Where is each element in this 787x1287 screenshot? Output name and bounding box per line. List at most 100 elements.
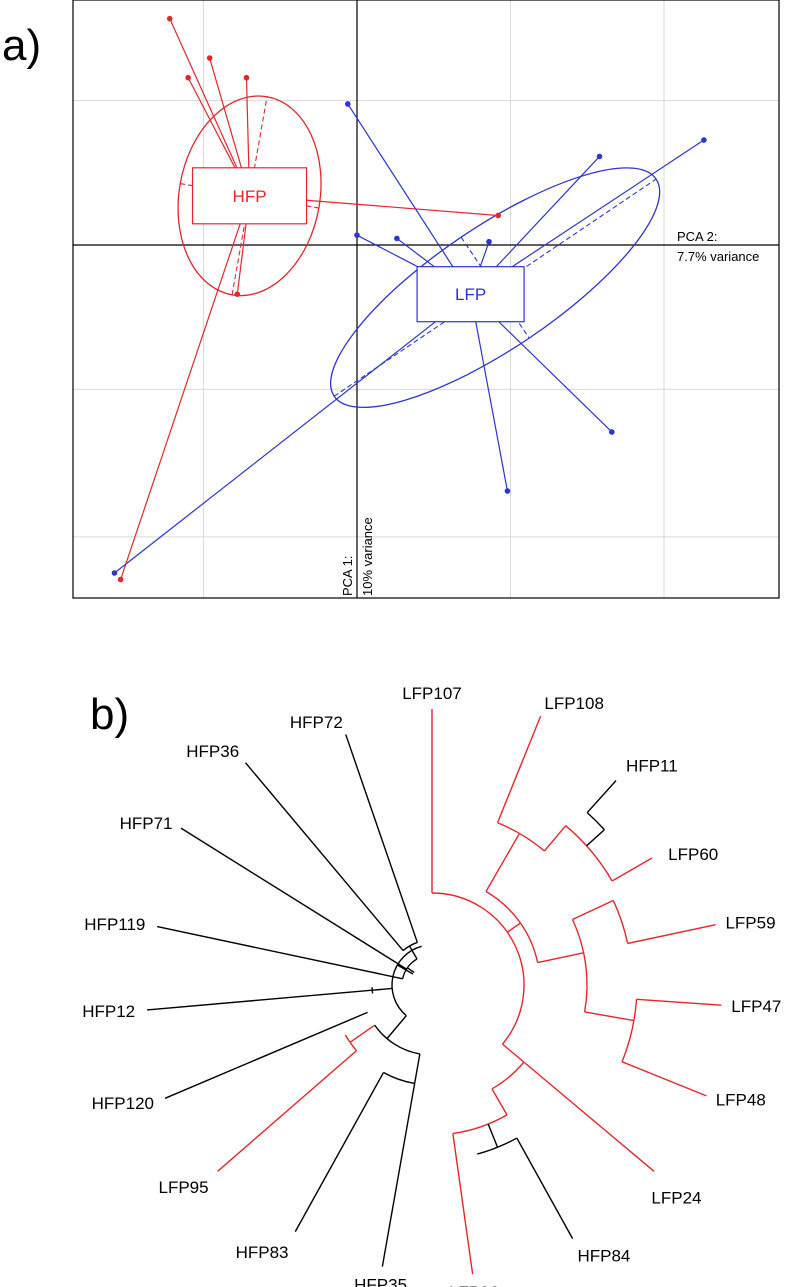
- dendrogram-arc: [401, 958, 418, 979]
- dendrogram-branch: [537, 952, 584, 964]
- pca-group-boxes: HFP LFP: [191, 167, 525, 323]
- tip-label-LFP24: LFP24: [651, 1189, 701, 1208]
- lfp-point: [344, 101, 351, 107]
- pca2-label-line2: 7.7% variance: [677, 249, 759, 264]
- dendrogram-branch: [572, 899, 614, 921]
- lfp-point: [504, 488, 511, 494]
- tip-label-LFP59: LFP59: [725, 914, 775, 933]
- dendrogram-branch-HFP35: [381, 1083, 416, 1267]
- dendrogram-branch-HFP36: [245, 762, 404, 951]
- pca1-label-line1: PCA 1:: [340, 556, 355, 596]
- dendrogram-branch: [397, 964, 414, 975]
- dendrogram-branch: [386, 1015, 407, 1040]
- dendrogram-branch-HFP120: [164, 1011, 368, 1099]
- pca1-label-line2: 10% variance: [360, 517, 375, 596]
- dendrogram-branch-HFP12: [147, 989, 373, 1011]
- hfp-point: [206, 55, 213, 61]
- pca-plot: HFP LFP PCA 2: 7.7% variance PCA 1: 10% v…: [72, 0, 780, 599]
- dendrogram-branch: [584, 1011, 635, 1022]
- dendrogram-branch-LFP59: [627, 924, 716, 945]
- pca-grid: [73, 0, 779, 598]
- dendrogram-arc: [402, 941, 418, 952]
- dendrogram-branch-LFP95: [217, 1050, 357, 1172]
- hfp-group-box: [191, 167, 308, 225]
- tip-label-LFP107: LFP107: [402, 684, 462, 703]
- dendrogram-branch-HFP72: [345, 734, 419, 943]
- dendrogram-arc: [621, 999, 638, 1063]
- dendrogram-branch-LFP48: [621, 1061, 707, 1097]
- dendrogram-arc: [491, 1061, 525, 1090]
- lfp-spoke: [347, 103, 472, 295]
- pca-frame: [72, 0, 780, 599]
- dendrogram-branch: [407, 967, 415, 973]
- tip-label-HFP12: HFP12: [82, 1002, 135, 1021]
- dendrogram-branch-HFP84: [516, 1137, 574, 1239]
- lfp-group-label: LFP: [455, 285, 486, 304]
- tip-label-HFP119: HFP119: [84, 915, 145, 934]
- hfp-point: [185, 74, 191, 81]
- dendrogram-branch: [502, 1043, 525, 1063]
- tip-label-HFP84: HFP84: [577, 1246, 630, 1265]
- dendrogram-branch: [586, 829, 605, 847]
- hfp-spoke: [120, 195, 251, 580]
- dendrogram-branch-HFP71: [180, 827, 407, 970]
- panel-b-label: b): [90, 690, 129, 739]
- dendrogram-branch-LFP108: [496, 715, 542, 824]
- panel-a-label: a): [2, 21, 41, 70]
- hfp-group-label: HFP: [233, 187, 267, 206]
- dendrogram-branch: [543, 825, 567, 852]
- dendrogram-arc: [431, 892, 525, 1045]
- dendrogram-branch-HFP83: [294, 1072, 385, 1232]
- dendrogram-branch: [485, 833, 521, 892]
- hfp-point: [243, 74, 250, 81]
- dendrogram-branch-LFP47: [636, 998, 722, 1006]
- dendrogram-arc: [485, 890, 539, 963]
- lfp-spoke: [114, 293, 471, 574]
- lfp-point: [596, 153, 603, 160]
- pca2-label-line1: PCA 2:: [677, 229, 717, 244]
- dendrogram-arc: [391, 945, 422, 1017]
- lfp-point: [701, 137, 707, 143]
- dendrogram-arc: [586, 812, 605, 831]
- lfp-spoke: [470, 294, 509, 492]
- pca-points: [111, 15, 707, 583]
- tip-label-HFP72: HFP72: [290, 713, 343, 732]
- tip-label-HFP11: HFP11: [626, 756, 678, 775]
- dendrogram-arc: [371, 987, 374, 994]
- dendrogram-arc: [374, 1024, 420, 1055]
- dendrogram-branch-LFP96: [452, 1133, 474, 1275]
- tip-label-HFP83: HFP83: [236, 1243, 289, 1262]
- pca-spokes: [114, 18, 705, 580]
- dendrogram-branches: [147, 709, 722, 1275]
- tip-label-LFP96: LFP96: [449, 1283, 499, 1287]
- lfp-point: [486, 238, 492, 245]
- dendrogram-branch-LFP24: [523, 1061, 655, 1172]
- dendrogram-arc: [565, 825, 613, 882]
- dendrogram-branch-HFP11: [586, 780, 617, 814]
- tip-label-HFP36: HFP36: [186, 742, 239, 761]
- dendrogram-arc: [612, 900, 629, 944]
- lfp-point: [111, 570, 118, 576]
- tip-label-HFP71: HFP71: [120, 814, 173, 833]
- dendrogram-branch: [372, 987, 393, 991]
- dendrogram-branch: [413, 1053, 421, 1084]
- dendrogram-branch-HFP119: [156, 925, 403, 980]
- dendrogram-arc: [383, 1071, 415, 1085]
- lfp-point: [394, 235, 400, 242]
- tip-label-LFP108: LFP108: [544, 694, 604, 713]
- dendrogram-branch: [408, 945, 418, 960]
- dendrogram-tip-labels: LFP107LFP108HFP11LFP60LFP59LFP47LFP48LFP…: [82, 684, 781, 1287]
- dendrogram: LFP107LFP108HFP11LFP60LFP59LFP47LFP48LFP…: [82, 684, 781, 1287]
- tip-label-LFP48: LFP48: [716, 1091, 766, 1110]
- tip-label-LFP47: LFP47: [731, 997, 781, 1016]
- dendrogram-branch: [491, 1088, 508, 1116]
- dendrogram-arc: [571, 919, 588, 1013]
- lfp-point: [609, 429, 615, 435]
- dendrogram-branch: [506, 922, 521, 933]
- tip-label-LFP95: LFP95: [159, 1178, 209, 1197]
- dendrogram-arc: [497, 822, 545, 852]
- tip-label-HFP120: HFP120: [92, 1094, 154, 1113]
- dendrogram-arc: [344, 1034, 358, 1052]
- dendrogram-arc: [452, 1114, 508, 1135]
